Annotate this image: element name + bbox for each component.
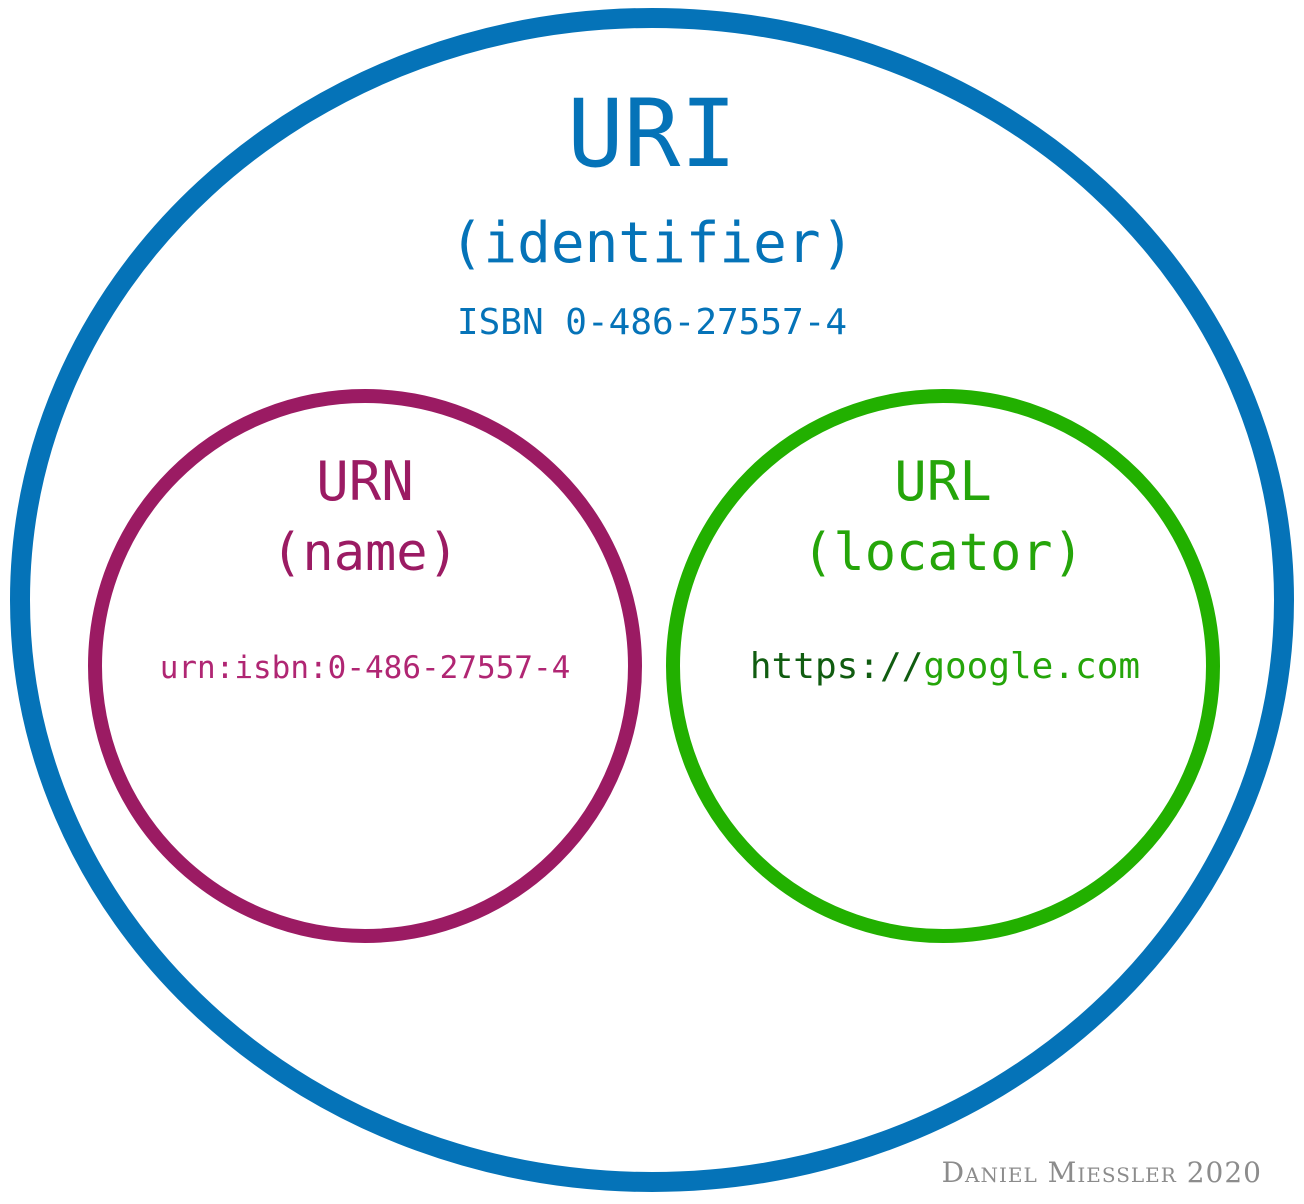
url-example-scheme: https:// bbox=[750, 646, 923, 687]
uri-subtitle: (identifier) bbox=[450, 211, 855, 276]
urn-example: urn:isbn:0-486-27557-4 bbox=[160, 650, 571, 686]
url-subtitle: (locator) bbox=[802, 523, 1084, 583]
urn-subtitle: (name) bbox=[271, 523, 459, 583]
uri-circle bbox=[10, 8, 1294, 1192]
url-circle bbox=[666, 389, 1220, 943]
url-example: https://google.com bbox=[750, 646, 1140, 687]
uri-title: URI bbox=[567, 80, 737, 189]
credit-text: Daniel Miessler 2020 bbox=[942, 1156, 1262, 1189]
url-title: URL bbox=[894, 450, 992, 513]
urn-title: URN bbox=[316, 450, 414, 513]
uri-example: ISBN 0-486-27557-4 bbox=[457, 302, 847, 343]
url-example-host: google.com bbox=[923, 646, 1140, 687]
urn-circle bbox=[88, 389, 642, 943]
